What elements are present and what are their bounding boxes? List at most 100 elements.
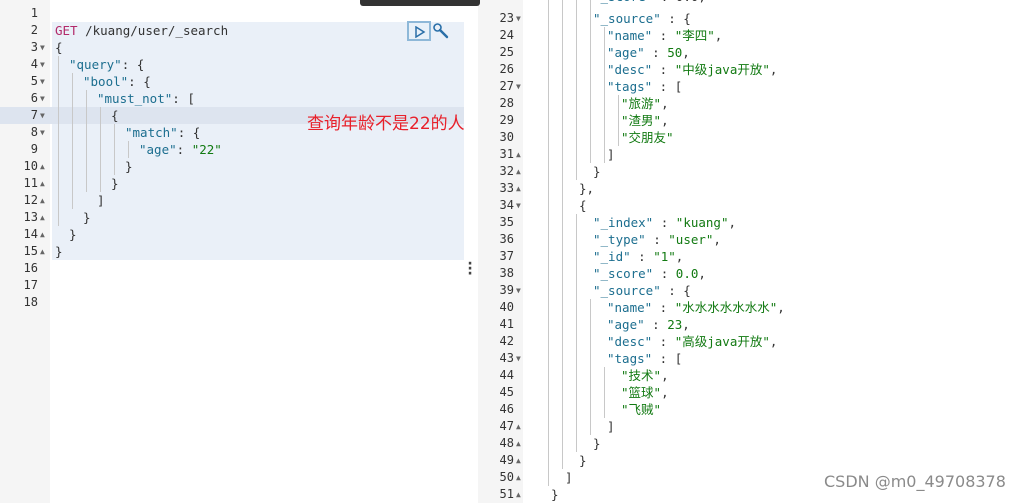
indent-guide: [72, 73, 73, 209]
code-line: "交朋友": [621, 129, 674, 146]
line-number: 11: [23, 176, 38, 190]
line-number: 41: [499, 317, 514, 331]
line-number: 51: [499, 487, 514, 501]
json-key: "desc": [607, 334, 653, 349]
code-line: {: [55, 40, 63, 55]
code-line: }: [111, 176, 119, 191]
json-key: "match": [125, 125, 178, 140]
fold-end-icon[interactable]: ▲: [516, 473, 521, 482]
fold-arrow-icon[interactable]: ▼: [40, 128, 45, 137]
fold-end-icon[interactable]: ▲: [40, 213, 45, 222]
http-method: GET: [55, 23, 78, 38]
code-line: "name" : "李四",: [607, 28, 723, 43]
fold-end-icon[interactable]: ▲: [40, 196, 45, 205]
line-number: 39: [499, 283, 514, 297]
fold-arrow-icon[interactable]: ▼: [516, 354, 521, 363]
line-number: 16: [23, 261, 38, 275]
indent-guide: [590, 0, 591, 163]
indent-guide: [590, 299, 591, 435]
json-key: "must_not": [97, 91, 173, 106]
line-number: 49: [499, 453, 514, 467]
line-number: 28: [499, 96, 514, 110]
json-value: "旅游": [621, 96, 662, 111]
line-number: 8: [30, 125, 38, 139]
fold-end-icon[interactable]: ▲: [40, 162, 45, 171]
json-key: "_score": [593, 266, 654, 281]
fold-end-icon[interactable]: ▲: [516, 439, 521, 448]
indent-guide: [114, 124, 115, 175]
fold-arrow-icon[interactable]: ▼: [40, 60, 45, 69]
fold-arrow-icon[interactable]: ▼: [40, 94, 45, 103]
line-number: 27: [499, 79, 514, 93]
play-icon: [415, 26, 426, 38]
code-line: "_id" : "1",: [593, 249, 684, 264]
line-number: 23: [499, 11, 514, 25]
line-number: 6: [30, 91, 38, 105]
fold-end-icon[interactable]: ▲: [40, 179, 45, 188]
indent-guide: [604, 367, 605, 418]
wrench-settings-button[interactable]: [432, 22, 450, 40]
line-number: 48: [499, 436, 514, 450]
json-value: "水水水水水水水": [674, 300, 778, 315]
code-line: {: [579, 198, 587, 213]
code-line: "must_not": [: [97, 91, 195, 106]
code-line: "age" : 23,: [607, 317, 690, 332]
code-line: "tags" : [: [607, 351, 683, 366]
fold-arrow-icon[interactable]: ▼: [516, 82, 521, 91]
json-value: "渣男": [621, 113, 662, 128]
indent-guide: [128, 141, 129, 158]
code-line: "bool": {: [83, 74, 151, 89]
line-number: 29: [499, 113, 514, 127]
fold-end-icon[interactable]: ▲: [516, 456, 521, 465]
code-line: "_index" : "kuang",: [593, 215, 737, 230]
json-value: "1": [653, 249, 676, 264]
fold-arrow-icon[interactable]: ▼: [40, 77, 45, 86]
indent-guide: [562, 0, 563, 469]
line-number: 37: [499, 249, 514, 263]
json-key: "bool": [83, 74, 129, 89]
line-number: 25: [499, 45, 514, 59]
code-line: "_score" : 0.0,: [593, 0, 706, 5]
line-number: 14: [23, 227, 38, 241]
code-line: "name" : "水水水水水水水",: [607, 300, 785, 315]
json-value: "kuang": [675, 215, 729, 230]
pane-resize-handle[interactable]: ···: [467, 256, 473, 282]
fold-arrow-icon[interactable]: ▼: [516, 286, 521, 295]
fold-arrow-icon[interactable]: ▼: [40, 111, 45, 120]
code-line: ]: [565, 470, 573, 485]
fold-end-icon[interactable]: ▲: [40, 230, 45, 239]
json-key: "_type": [593, 232, 646, 247]
json-value: "交朋友": [621, 130, 674, 145]
request-line-gutter: [0, 0, 50, 503]
line-number: 5: [30, 74, 38, 88]
code-line: "desc" : "中级java开放",: [607, 62, 778, 77]
fold-arrow-icon[interactable]: ▼: [40, 43, 45, 52]
line-number: 33: [499, 181, 514, 195]
fold-end-icon[interactable]: ▲: [516, 150, 521, 159]
run-request-button[interactable]: [407, 21, 431, 41]
fold-arrow-icon[interactable]: ▼: [516, 14, 521, 23]
wrench-icon: [433, 23, 449, 39]
json-key: "_index": [593, 215, 654, 230]
code-line: "旅游",: [621, 96, 669, 111]
json-value: "高级java开放": [674, 334, 770, 349]
json-value: "技术": [621, 368, 662, 383]
code-line: }: [579, 453, 587, 468]
fold-arrow-icon[interactable]: ▼: [516, 201, 521, 210]
line-number: 7: [30, 108, 38, 122]
indent-guide: [58, 56, 59, 226]
request-url: /kuang/user/_search: [85, 23, 229, 38]
fold-end-icon[interactable]: ▲: [516, 184, 521, 193]
code-line: "age" : 50,: [607, 45, 690, 60]
line-number: 45: [499, 385, 514, 399]
code-line: "query": {: [69, 57, 145, 72]
json-value: 0.0: [675, 266, 699, 281]
json-key: "_id": [593, 249, 631, 264]
tooltip-popup: [360, 0, 480, 6]
code-line: }: [593, 164, 601, 179]
fold-end-icon[interactable]: ▲: [516, 422, 521, 431]
fold-end-icon[interactable]: ▲: [516, 490, 521, 499]
fold-end-icon[interactable]: ▲: [40, 247, 45, 256]
fold-end-icon[interactable]: ▲: [516, 167, 521, 176]
code-line: },: [579, 181, 595, 196]
